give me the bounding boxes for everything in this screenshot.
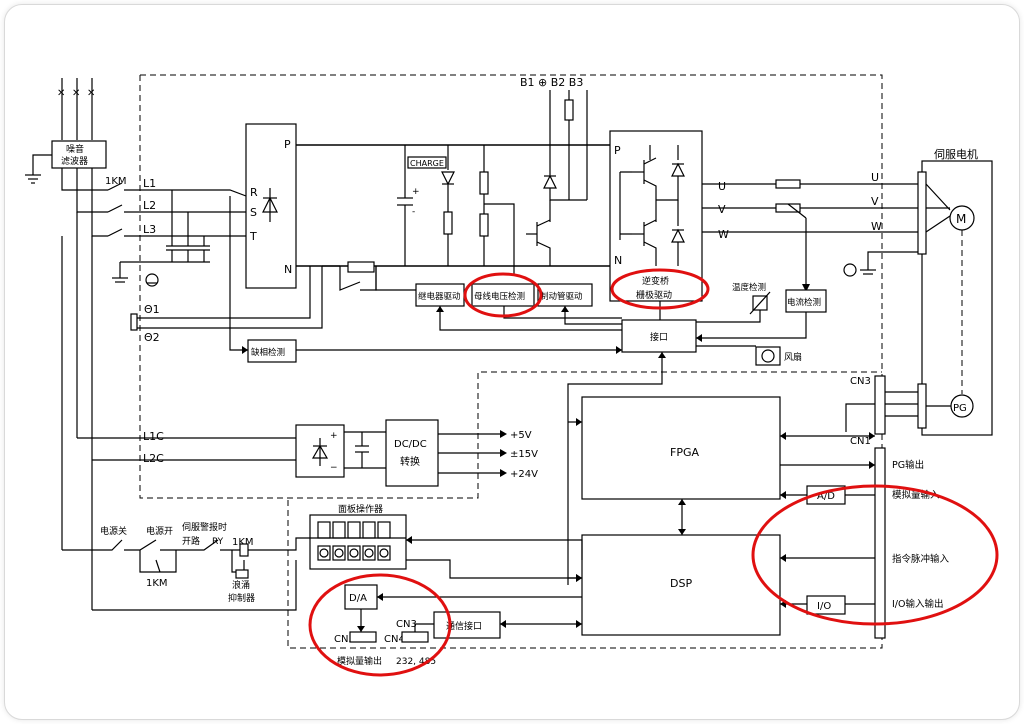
comm-interface-box — [433, 611, 501, 639]
term-r: R — [250, 186, 258, 199]
fpga-block — [581, 396, 781, 500]
power-on-label: 电源开 — [146, 525, 173, 537]
pulse-in-label: 指令脉冲输入 — [892, 553, 950, 565]
cn5-label: CN5 — [334, 634, 355, 645]
out-w: W — [718, 228, 729, 241]
cn1-connector — [874, 447, 886, 639]
brake-drive-label: 制动管驱动 — [540, 291, 583, 302]
term-p: P — [284, 138, 291, 151]
dcdc-label-2: 转换 — [400, 455, 420, 468]
motor-enclosure — [921, 160, 993, 436]
io-box — [806, 595, 846, 615]
dsp-block — [581, 534, 781, 636]
km-mid-label: 1KM — [232, 537, 254, 548]
svg-text:✕: ✕ — [72, 88, 80, 99]
motor-u: U — [871, 171, 879, 184]
analog-out-label: 模拟量输出 — [337, 655, 382, 667]
theta2-label: Θ2 — [144, 331, 160, 344]
v15-label: ±15V — [510, 449, 538, 460]
interface-box — [621, 319, 697, 353]
svg-text:-: - — [412, 207, 415, 217]
term-t: T — [249, 230, 257, 243]
phase-loss-box — [247, 339, 297, 363]
km-top-label: 1KM — [105, 176, 127, 187]
io-label: I/O — [817, 601, 831, 612]
current-detect-label: 电流检测 — [787, 297, 821, 308]
cn1-label: CN1 — [850, 436, 871, 447]
v24-label: +24V — [510, 469, 538, 480]
cn3-bottom-label: CN3 — [396, 619, 417, 630]
dcdc-label-1: DC/DC — [394, 439, 427, 450]
theta1-label: Θ1 — [144, 303, 160, 316]
svg-text:+: + — [330, 431, 338, 441]
l2c-label: L2C — [143, 452, 164, 465]
bus-voltage-label: 母线电压检测 — [474, 291, 525, 302]
comm-label: 通信接口 — [446, 620, 482, 632]
out-u: U — [718, 180, 726, 193]
fan-label: 风扇 — [784, 351, 802, 363]
highlight-inverter-drive — [610, 268, 710, 310]
inverter-label-1: 逆变桥 — [642, 275, 669, 287]
svg-text:+: + — [412, 187, 420, 197]
relay-drive-label: 继电器驱动 — [418, 291, 461, 302]
mains-input: ✕ ✕ ✕ — [57, 78, 95, 140]
surge-label-1: 浪涌 — [232, 579, 250, 591]
da-label: D/A — [349, 593, 367, 604]
inverter-label-2: 栅极驱动 — [636, 289, 672, 301]
io-in-out-label: I/O输入输出 — [892, 598, 943, 610]
surge-label-2: 抑制器 — [228, 592, 255, 604]
panel-operator — [309, 514, 407, 570]
ad-label: A/D — [817, 491, 835, 502]
phase-loss-label: 缺相检测 — [251, 347, 285, 358]
charge-label: CHARGE — [410, 159, 444, 168]
rs-label: 232, 485 — [396, 657, 436, 667]
svg-text:✕: ✕ — [87, 88, 95, 99]
panel-label: 面板操作器 — [338, 503, 383, 515]
pg-label: PG — [953, 403, 967, 414]
out-v: V — [718, 203, 726, 216]
rectifier-bridge — [245, 123, 297, 289]
noise-filter — [51, 140, 107, 169]
motor-v: V — [871, 195, 879, 208]
cn3-top-label: CN3 — [850, 376, 871, 387]
v5-label: +5V — [510, 430, 532, 441]
temp-detect-label: 温度检测 — [732, 282, 766, 293]
l1c-label: L1C — [143, 430, 164, 443]
highlight-io-section — [751, 484, 999, 626]
drive-enclosure — [140, 74, 883, 372]
fan-icon — [755, 346, 781, 366]
figure-frame — [4, 4, 1020, 720]
term-s: S — [250, 206, 257, 219]
dcdc-box — [385, 419, 439, 487]
inv-p: P — [614, 144, 621, 157]
svg-text:✕: ✕ — [57, 88, 65, 99]
brake-terminals: B1 ⊕ B2 B3 — [520, 76, 583, 89]
highlight-bus-voltage — [463, 272, 543, 318]
phase-l2: L2 — [143, 199, 156, 212]
motor-title: 伺服电机 — [934, 147, 978, 161]
highlight-analog-comm — [308, 573, 452, 677]
alarm-label-2: 开路 — [182, 535, 200, 547]
power-off-label: 电源关 — [100, 525, 127, 537]
alarm-label-1: 伺服警报时 — [182, 521, 227, 533]
interface-label: 接口 — [650, 331, 668, 343]
term-n: N — [284, 263, 292, 276]
svg-text:−: − — [330, 463, 338, 473]
fpga-label: FPGA — [670, 446, 699, 459]
phase-l1: L1 — [143, 177, 156, 190]
motor-m: M — [956, 212, 966, 226]
bus-voltage-box — [471, 283, 535, 307]
inv-n: N — [614, 254, 622, 267]
motor-w: W — [871, 220, 882, 233]
pg-out-label: PG输出 — [892, 459, 924, 471]
noise-filter-label: 噪音 — [66, 143, 84, 155]
ry-label: RY — [212, 537, 224, 547]
km-bottom-label: 1KM — [146, 578, 168, 589]
panel-keys — [317, 545, 391, 561]
dsp-label: DSP — [670, 577, 692, 590]
noise-filter-label-2: 滤波器 — [61, 155, 88, 167]
cn4-label: CN4 — [384, 634, 405, 645]
phase-l3: L3 — [143, 223, 156, 236]
